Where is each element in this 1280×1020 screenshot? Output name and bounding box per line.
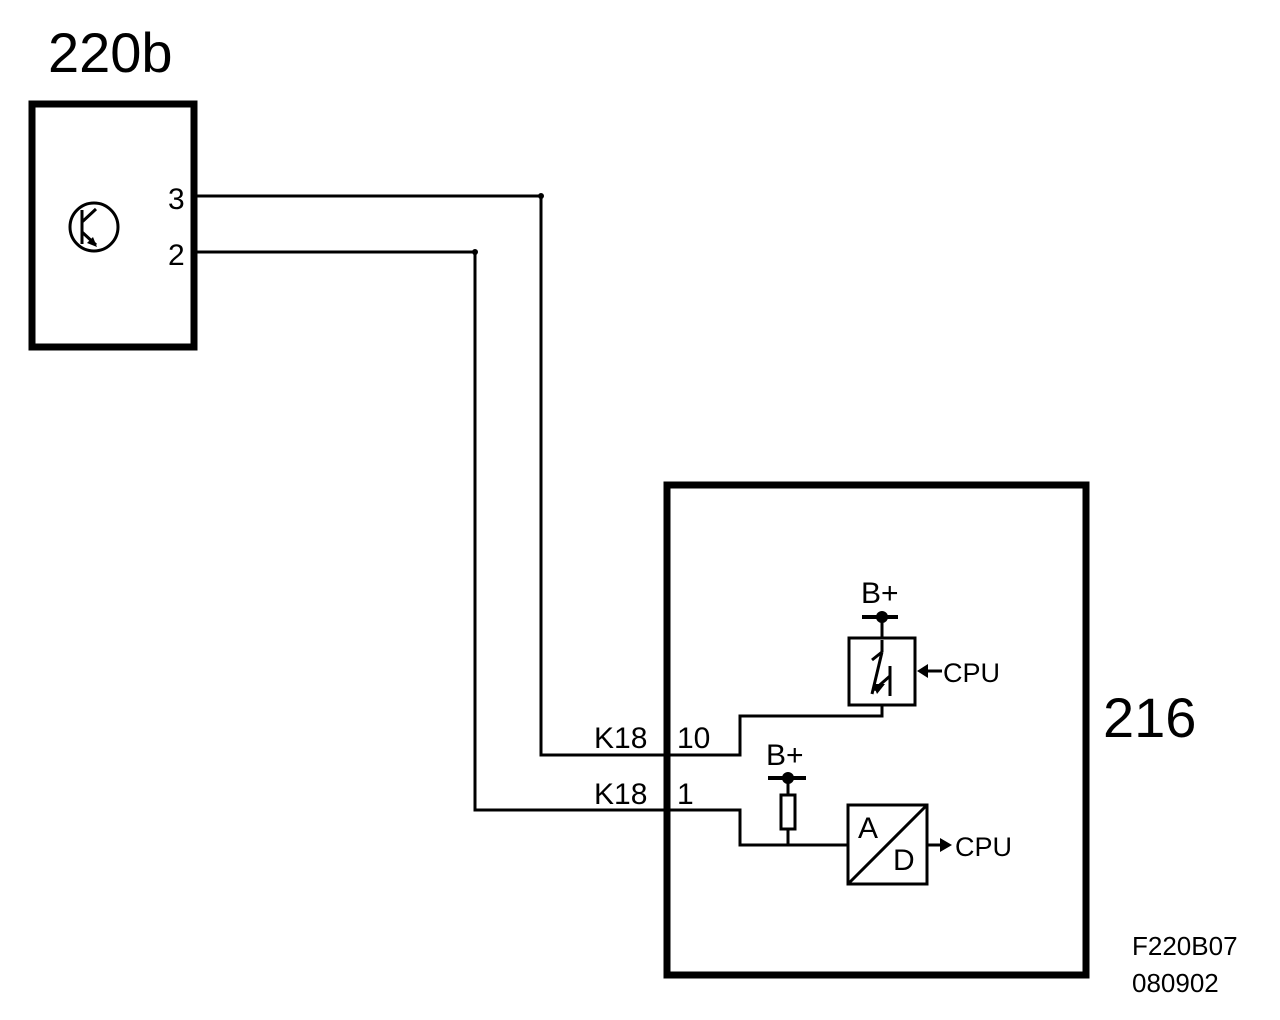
wire-pin3-to-k18-10 [194, 194, 884, 757]
switch-box [847, 636, 917, 707]
supply-label-upper: B+ [861, 577, 899, 610]
wire-pin2-to-k18-1 [194, 250, 848, 847]
arrow-left-icon [917, 664, 928, 678]
connector-pin-10: 10 [677, 722, 710, 755]
figure-date: 080902 [1132, 968, 1219, 998]
supply-label-lower: B+ [766, 739, 804, 772]
arrow-right-icon [940, 838, 952, 852]
control-unit-label: 216 [1103, 686, 1196, 749]
resistor-icon [779, 793, 797, 831]
wire-corner-dot [538, 193, 544, 199]
wire-corner-dot [472, 249, 478, 255]
cpu-label-lower: CPU [955, 832, 1012, 862]
figure-code: F220B07 [1132, 931, 1238, 961]
sensor-label: 220b [48, 21, 173, 84]
adc-output-label: D [893, 844, 915, 877]
transistor-icon [68, 201, 120, 253]
control-unit-box [663, 481, 1090, 979]
cpu-label-upper: CPU [943, 658, 1000, 688]
sensor-box [28, 100, 198, 351]
sensor-pin-2: 2 [168, 239, 185, 272]
transistor-switch-icon [870, 640, 892, 696]
connector-k18-lower: K18 [594, 778, 647, 811]
sensor-pin-3: 3 [168, 183, 185, 216]
adc-input-label: A [858, 812, 878, 845]
adc-diagonal [846, 803, 929, 886]
connector-pin-1: 1 [677, 778, 694, 811]
connector-k18-upper: K18 [594, 722, 647, 755]
